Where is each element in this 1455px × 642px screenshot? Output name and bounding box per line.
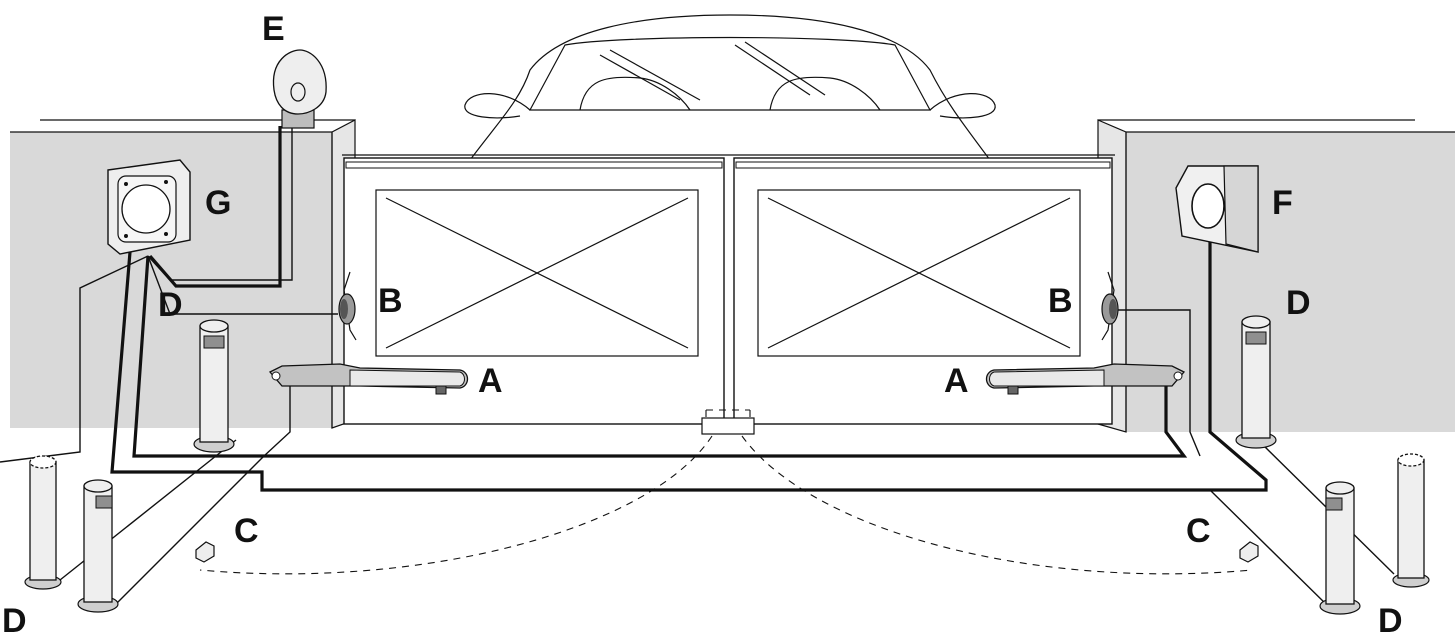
photocell-left [338, 271, 357, 341]
floor-stop-left [195, 541, 215, 563]
cable-main-outer [110, 230, 1268, 492]
photocell-column-wall-left [193, 319, 235, 453]
photocell-column-bottom-left-front [77, 479, 119, 613]
left-swing-arc [199, 435, 713, 575]
label-a-left: A [478, 362, 503, 400]
label-b-right: B [1048, 282, 1073, 320]
center-gate-stop [701, 409, 755, 435]
cable-main-inner [132, 255, 1188, 458]
floor-stop-right [1239, 541, 1259, 563]
label-f: F [1272, 184, 1293, 222]
label-d-bottom-left: D [2, 602, 27, 640]
label-g: G [205, 184, 232, 222]
label-c-left: C [234, 512, 259, 550]
label-c-right: C [1186, 512, 1211, 550]
key-selector [1175, 165, 1259, 253]
photocell-right [1101, 271, 1119, 341]
label-d-wall-right: D [1286, 284, 1311, 322]
flashing-lamp [272, 49, 327, 129]
car-outline [464, 14, 996, 161]
label-d-bottom-right: D [1378, 602, 1403, 640]
photocell-column-wall-right [1235, 315, 1277, 449]
photocell-column-bottom-left-back [24, 455, 62, 590]
right-swing-arc [741, 435, 1253, 575]
label-d-wall-left: D [158, 286, 183, 324]
operator-arm-left [268, 363, 469, 395]
photocell-column-bottom-right-front [1319, 481, 1361, 615]
label-b-left: B [378, 282, 403, 320]
label-a-right: A [944, 362, 969, 400]
operator-arm-right [985, 363, 1186, 395]
control-unit [107, 159, 191, 255]
photocell-column-bottom-right-back [1392, 453, 1430, 588]
cable-lamp [148, 126, 282, 288]
label-e: E [262, 10, 285, 48]
